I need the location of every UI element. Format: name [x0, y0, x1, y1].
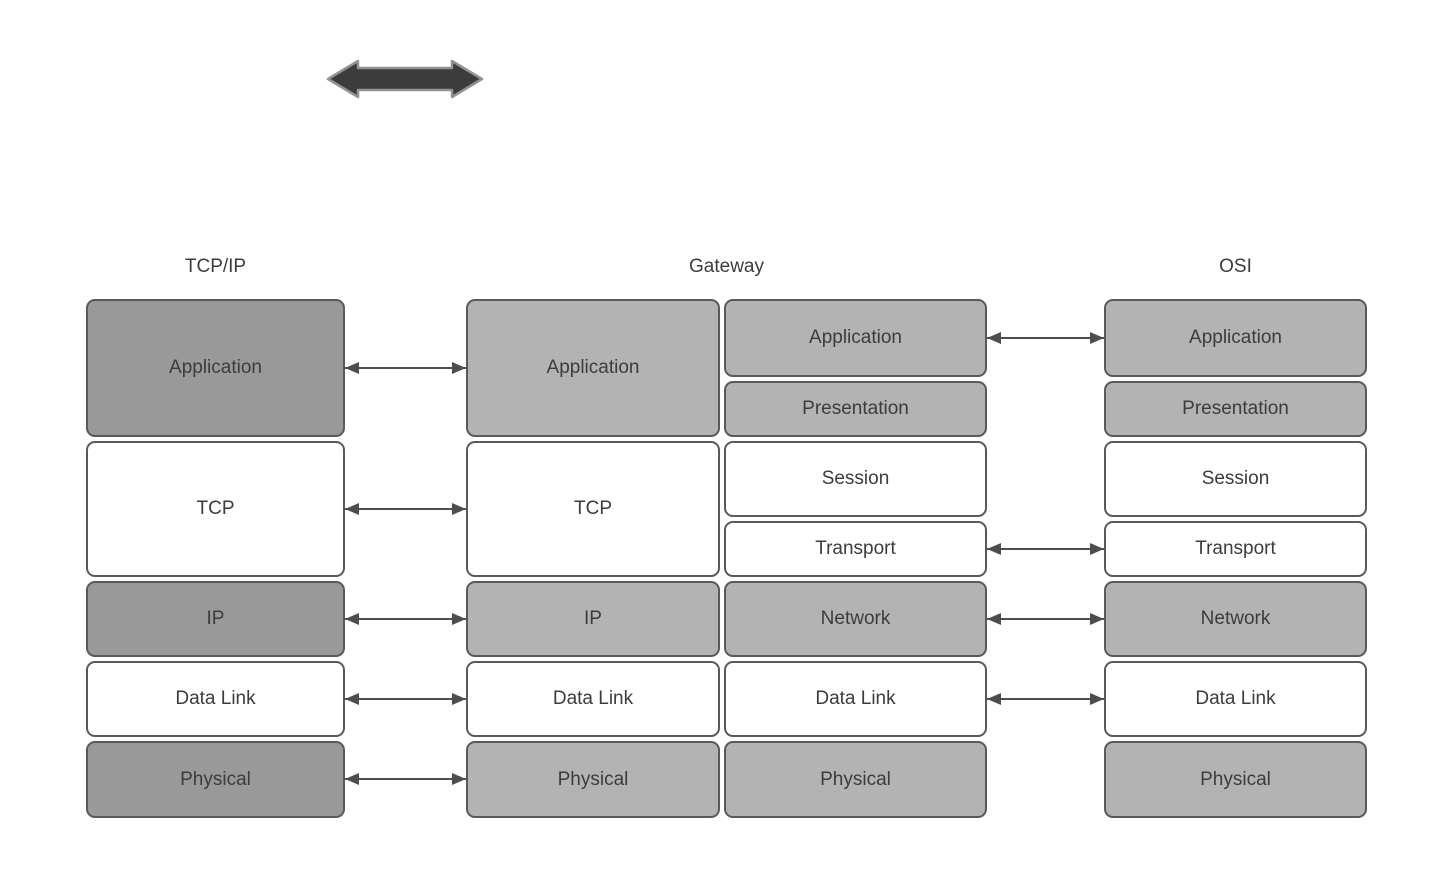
gateway-right-layer-transport: Transport — [724, 521, 987, 577]
arrow-tcpip-gateway-tcp-icon — [345, 503, 466, 515]
osi-layer-physical: Physical — [1104, 741, 1367, 818]
gateway-right-layer-network: Network — [724, 581, 987, 657]
gateway-right-layer-physical: Physical — [724, 741, 987, 818]
gateway-left-layer-application: Application — [466, 299, 720, 437]
tcpip-layer-application: Application — [86, 299, 345, 437]
gateway-left-layer-tcp: TCP — [466, 441, 720, 577]
tcpip-layer-datalink: Data Link — [86, 661, 345, 737]
gateway-right-layer-datalink: Data Link — [724, 661, 987, 737]
arrow-gateway-osi-network-icon — [987, 613, 1104, 625]
arrow-tcpip-gateway-physical-icon — [345, 773, 466, 785]
tcpip-layer-ip: IP — [86, 581, 345, 657]
column-header-tcpip: TCP/IP — [184, 256, 247, 277]
osi-layer-datalink: Data Link — [1104, 661, 1367, 737]
arrow-tcpip-gateway-datalink-icon — [345, 693, 466, 705]
arrow-tcpip-gateway-ip-icon — [345, 613, 466, 625]
arrow-tcpip-gateway-application-icon — [345, 362, 466, 374]
osi-layer-transport: Transport — [1104, 521, 1367, 577]
column-header-gateway: Gateway — [689, 256, 764, 277]
arrow-gateway-osi-application-icon — [987, 332, 1104, 344]
arrow-gateway-osi-datalink-icon — [987, 693, 1104, 705]
gateway-right-layer-presentation: Presentation — [724, 381, 987, 437]
bidirectional-arrow-icon — [326, 59, 484, 99]
gateway-left-layer-datalink: Data Link — [466, 661, 720, 737]
osi-layer-presentation: Presentation — [1104, 381, 1367, 437]
gateway-right-layer-application: Application — [724, 299, 987, 377]
gateway-right-layer-session: Session — [724, 441, 987, 517]
tcpip-layer-physical: Physical — [86, 741, 345, 818]
gateway-left-layer-physical: Physical — [466, 741, 720, 818]
osi-layer-session: Session — [1104, 441, 1367, 517]
osi-layer-application: Application — [1104, 299, 1367, 377]
arrow-gateway-osi-transport-icon — [987, 543, 1104, 555]
osi-layer-network: Network — [1104, 581, 1367, 657]
column-header-osi: OSI — [1219, 256, 1252, 277]
tcpip-layer-tcp: TCP — [86, 441, 345, 577]
gateway-left-layer-ip: IP — [466, 581, 720, 657]
